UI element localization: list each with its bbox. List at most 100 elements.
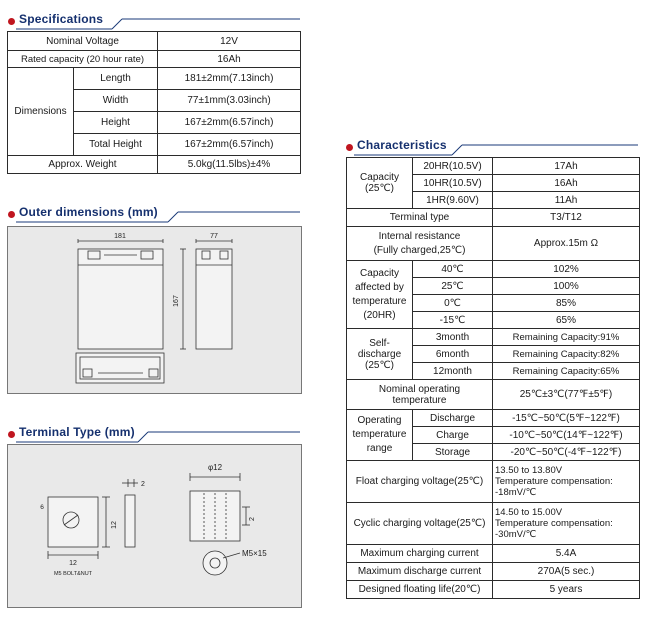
bullet-dot-icon	[8, 431, 15, 438]
design-life-label: Designed floating life(20℃)	[346, 580, 493, 599]
capacity-value-10hr: 16Ah	[492, 174, 640, 192]
float-charging-label: Float charging voltage(25℃)	[346, 460, 493, 503]
terminal-type-title: Terminal Type (mm)	[19, 425, 135, 439]
rated-capacity-value: 16Ah	[157, 50, 302, 68]
operating-charge-value: -10℃~50℃(14℉~122℉)	[492, 426, 640, 444]
temp-capacity-label-line-2: affected by	[355, 281, 404, 293]
nominal-operating-label-line-1: Nominal operating	[378, 383, 461, 395]
terminal-m5x15-label: M5×15	[242, 549, 267, 558]
cyclic-charging-line-1: 14.50 to 15.00V	[495, 507, 563, 518]
cyclic-charging-value: 14.50 to 15.00V Temperature compensation…	[492, 502, 640, 545]
terminal-dim-12-side: 12	[111, 521, 118, 529]
internal-resistance-value: Approx.15m Ω	[492, 226, 640, 261]
terminal-type-label: Terminal type	[346, 208, 493, 227]
temp-40: 40℃	[412, 260, 493, 278]
capacity-rate-20hr: 20HR(10.5V)	[412, 157, 493, 175]
terminal-phi12-label: φ12	[208, 463, 223, 472]
design-life-value: 5 years	[492, 580, 640, 599]
temp-minus15-value: 65%	[492, 311, 640, 329]
operating-storage: Storage	[412, 443, 493, 461]
outer-dimensions-svg: 181 77 167	[75, 233, 233, 384]
operating-storage-value: -20℃~50℃(-4℉~122℉)	[492, 443, 640, 461]
length-value: 181±2mm(7.13inch)	[157, 67, 302, 90]
characteristics-table: Capacity (25℃) 20HR(10.5V) 17Ah 10HR(10.…	[346, 157, 640, 599]
float-charging-line-2: Temperature compensation:	[495, 476, 613, 487]
nominal-voltage-value: 12V	[157, 31, 302, 51]
nominal-voltage-label: Nominal Voltage	[6, 31, 159, 51]
terminal-dim-6: 6	[40, 504, 44, 511]
rated-capacity-label: Rated capacity (20 hour rate)	[6, 50, 159, 68]
operating-range-label-line-1: Operating	[357, 415, 402, 426]
height-label: Height	[72, 111, 159, 134]
terminal-svg: 12 12 6 2 2 φ12 M5×15 M5 BOLT&NUT	[40, 463, 267, 577]
operating-range-label-line-3: range	[366, 443, 393, 454]
header-underline	[16, 431, 300, 443]
terminal-type-drawing: 12 12 6 2 2 φ12 M5×15 M5 BOLT&NUT	[7, 444, 302, 608]
operating-charge: Charge	[412, 426, 493, 444]
temp-capacity-label-line-1: Capacity	[360, 267, 399, 279]
self-discharge-12month: 12month	[412, 362, 493, 380]
dimensions-label: Dimensions	[7, 67, 74, 156]
operating-range-label-line-2: temperature	[352, 429, 407, 440]
temp-minus15: -15℃	[412, 311, 493, 329]
capacity-value-1hr: 11Ah	[492, 191, 640, 209]
bullet-dot-icon	[8, 211, 15, 218]
operating-discharge: Discharge	[412, 409, 493, 427]
terminal-bolt-label: M5 BOLT&NUT	[54, 571, 93, 577]
length-label: Length	[72, 67, 159, 90]
capacity-value-20hr: 17Ah	[492, 157, 640, 175]
terminal-dim-2-block: 2	[249, 517, 256, 521]
cyclic-charging-line-2: Temperature compensation:	[495, 518, 613, 529]
total-height-value: 167±2mm(6.57inch)	[157, 133, 302, 156]
capacity-label-line-1: Capacity	[360, 172, 399, 183]
self-discharge-3month-value: Remaining Capacity:91%	[492, 328, 640, 346]
height-dimension-label: 167	[173, 295, 180, 307]
temp-capacity-label-line-4: (20HR)	[363, 309, 396, 321]
header-underline	[16, 211, 300, 223]
temp-0-value: 85%	[492, 294, 640, 312]
capacity-label-line-2: (25℃)	[364, 183, 394, 194]
nominal-operating-label: Nominal operating temperature	[346, 379, 493, 410]
temp-capacity-label: Capacity affected by temperature (20HR)	[346, 260, 413, 329]
internal-resistance-label-line-2: (Fully charged,25℃)	[373, 245, 466, 256]
capacity-rate-10hr: 10HR(10.5V)	[412, 174, 493, 192]
float-charging-value: 13.50 to 13.80V Temperature compensation…	[492, 460, 640, 503]
self-discharge-6month: 6month	[412, 345, 493, 363]
terminal-type-value: T3/T12	[492, 208, 640, 227]
width-label: Width	[72, 89, 159, 112]
terminal-dim-2-top: 2	[141, 481, 145, 488]
terminal-type-header: Terminal Type (mm)	[8, 425, 300, 445]
specifications-table: Nominal Voltage 12V Rated capacity (20 h…	[6, 31, 302, 174]
max-discharge-current-label: Maximum discharge current	[346, 562, 493, 581]
nominal-operating-label-line-2: temperature	[392, 394, 447, 406]
temp-25: 25℃	[412, 277, 493, 295]
characteristics-title: Characteristics	[357, 138, 447, 152]
self-discharge-label: Self-discharge (25℃)	[346, 328, 413, 380]
width-value: 77±1mm(3.03inch)	[157, 89, 302, 112]
specifications-title: Specifications	[19, 12, 104, 26]
height-value: 167±2mm(6.57inch)	[157, 111, 302, 134]
terminal-dim-12-bottom: 12	[69, 560, 77, 567]
total-height-label: Total Height	[72, 133, 159, 156]
outer-dimensions-title: Outer dimensions (mm)	[19, 205, 158, 219]
float-charging-line-3: -18mV/℃	[495, 487, 537, 498]
weight-value: 5.0kg(11.5lbs)±4%	[157, 155, 302, 174]
outer-dimensions-drawing: 181 77 167	[7, 226, 302, 394]
operating-discharge-value: -15℃~50℃(5℉~122℉)	[492, 409, 640, 427]
bullet-dot-icon	[8, 18, 15, 25]
temp-40-value: 102%	[492, 260, 640, 278]
cyclic-charging-line-3: -30mV/℃	[495, 529, 537, 540]
capacity-rate-1hr: 1HR(9.60V)	[412, 191, 493, 209]
max-charging-current-label: Maximum charging current	[346, 544, 493, 563]
cyclic-charging-label: Cyclic charging voltage(25℃)	[346, 502, 493, 545]
outer-dimensions-header: Outer dimensions (mm)	[8, 205, 300, 225]
temp-0: 0℃	[412, 294, 493, 312]
header-underline	[16, 18, 300, 30]
nominal-operating-value: 25℃±3℃(77℉±5℉)	[492, 379, 640, 410]
operating-range-label: Operating temperature range	[346, 409, 413, 461]
self-discharge-6month-value: Remaining Capacity:82%	[492, 345, 640, 363]
self-discharge-3month: 3month	[412, 328, 493, 346]
temp-capacity-label-line-3: temperature	[352, 295, 407, 307]
self-discharge-label-line-2: (25℃)	[364, 359, 394, 371]
capacity-label: Capacity (25℃)	[346, 157, 413, 209]
